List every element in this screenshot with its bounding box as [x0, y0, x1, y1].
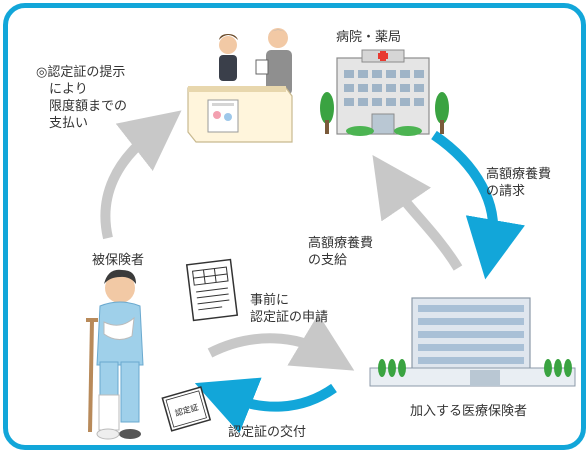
office-building-icon [369, 297, 576, 387]
hospital-label: 病院・薬局 [336, 30, 402, 45]
injured-patient-icon [86, 269, 144, 440]
arrow-hospital-claim [431, 130, 525, 280]
high-cost-payment-label: 高額療養費 の支給 [308, 236, 374, 268]
arrow-apply [207, 313, 355, 371]
insured-person-label: 被保険者 [92, 253, 145, 268]
arrow-issue [194, 377, 337, 434]
reception-counter-icon [187, 28, 293, 143]
certificate-card-icon: 認定証 [161, 386, 212, 432]
high-cost-claim-label: 高額療養費 の請求 [486, 167, 552, 199]
application-form-icon [185, 258, 239, 322]
insurer-label: 加入する医療保険者 [410, 404, 528, 419]
issue-certificate-label: 認定証の交付 [228, 425, 307, 440]
present-certificate-note: ◎認定証の提示 により 限度額までの 支払い [36, 65, 128, 131]
arrow-patient-to-hospital [100, 110, 182, 240]
apply-certificate-label: 事前に 認定証の申請 [250, 293, 329, 325]
arrow-insurer-payment [372, 154, 463, 271]
hospital-building-icon [320, 49, 449, 136]
